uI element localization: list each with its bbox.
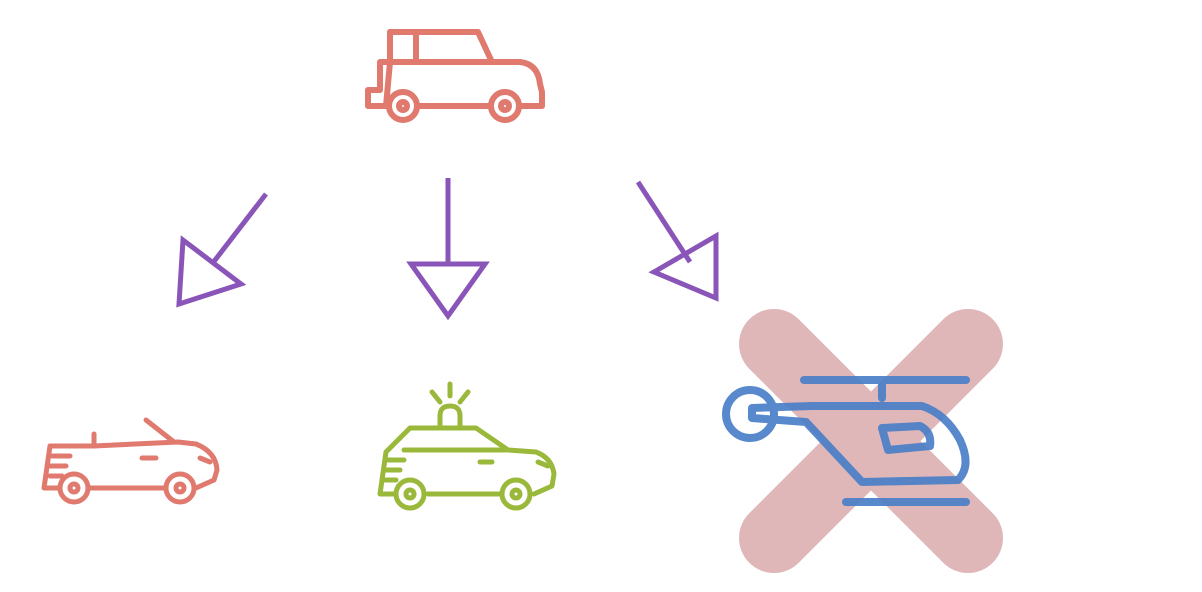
- police-body: [377, 425, 557, 497]
- suv-car-icon: [365, 29, 545, 123]
- convertible-car-icon: [41, 417, 220, 505]
- convertible-body: [41, 439, 220, 491]
- police-siren: [437, 403, 463, 431]
- police-rear-hub: [403, 487, 417, 501]
- convertible-headlight: [197, 455, 213, 465]
- convertible-front-hub: [173, 481, 187, 495]
- suv-rear-wheel: [386, 89, 420, 123]
- helicopter-window: [878, 422, 935, 454]
- police-front-wheel: [499, 477, 533, 511]
- arrow-to-police-car: [406, 178, 490, 321]
- police-grille: [379, 457, 407, 483]
- suv-front-hub: [498, 99, 512, 113]
- convertible-windshield: [143, 417, 177, 445]
- cross-icon: [739, 309, 1003, 573]
- suv-rear-hub: [396, 99, 410, 113]
- convertible-rear-wheel: [57, 471, 91, 505]
- convertible-front-wheel: [163, 471, 197, 505]
- police-rear-wheel: [393, 477, 427, 511]
- helicopter-tail-boom: [748, 402, 970, 486]
- helicopter-icon: [722, 376, 970, 506]
- convertible-rear-hub: [67, 481, 81, 495]
- police-front-hub: [509, 487, 523, 501]
- police-siren-rays: [429, 381, 471, 405]
- arrows: [176, 178, 719, 321]
- suv-front-wheel: [488, 89, 522, 123]
- arrow-to-helicopter: [635, 180, 719, 302]
- helicopter-tail-rotor: [722, 386, 778, 442]
- police-car-icon: [377, 381, 557, 511]
- police-headlight: [535, 459, 551, 469]
- arrow-to-convertible: [176, 192, 268, 308]
- convertible-grille: [47, 453, 73, 479]
